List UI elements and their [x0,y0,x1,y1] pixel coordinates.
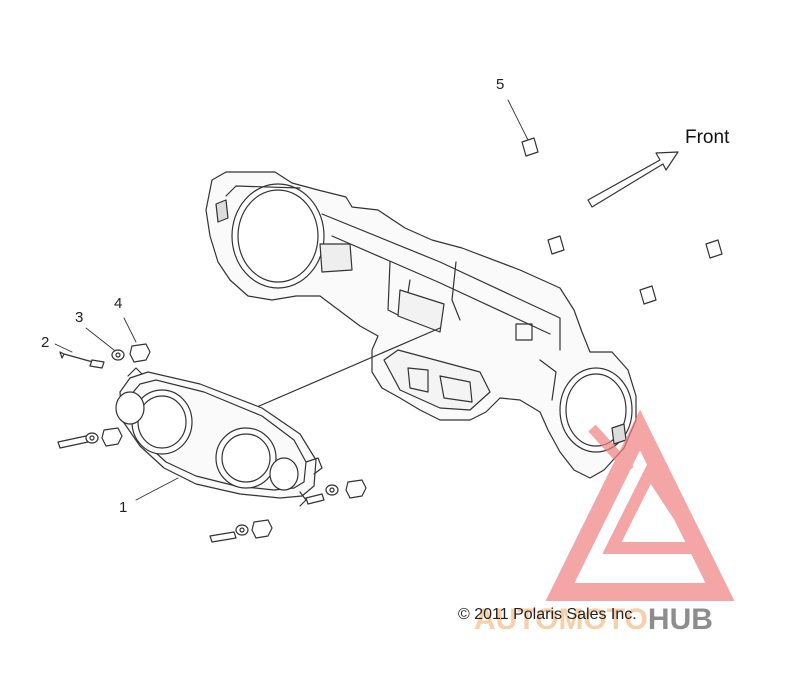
washer-group [85,349,339,536]
callout-3: 3 [75,309,84,326]
callout-1: 1 [119,499,128,516]
callout-2: 2 [41,334,50,351]
watermark-text: AUTOMOTOHUB [474,603,713,637]
copyright-notice: © 2011 Polaris Sales Inc. [458,606,637,623]
clip-nut-group [521,137,723,305]
callout-5: 5 [496,76,505,93]
front-arrow-icon [587,151,679,208]
grommet-group [101,343,367,539]
callout-leaders [54,99,529,501]
dash-housing [205,171,637,479]
instrument-cluster [115,367,323,507]
watermark-logo [545,409,735,601]
callout-4: 4 [114,295,123,312]
watermark-text-part2: HUB [647,603,713,636]
watermark-text-part1: AUTOMOTO [474,603,648,636]
front-label: Front [685,127,730,148]
